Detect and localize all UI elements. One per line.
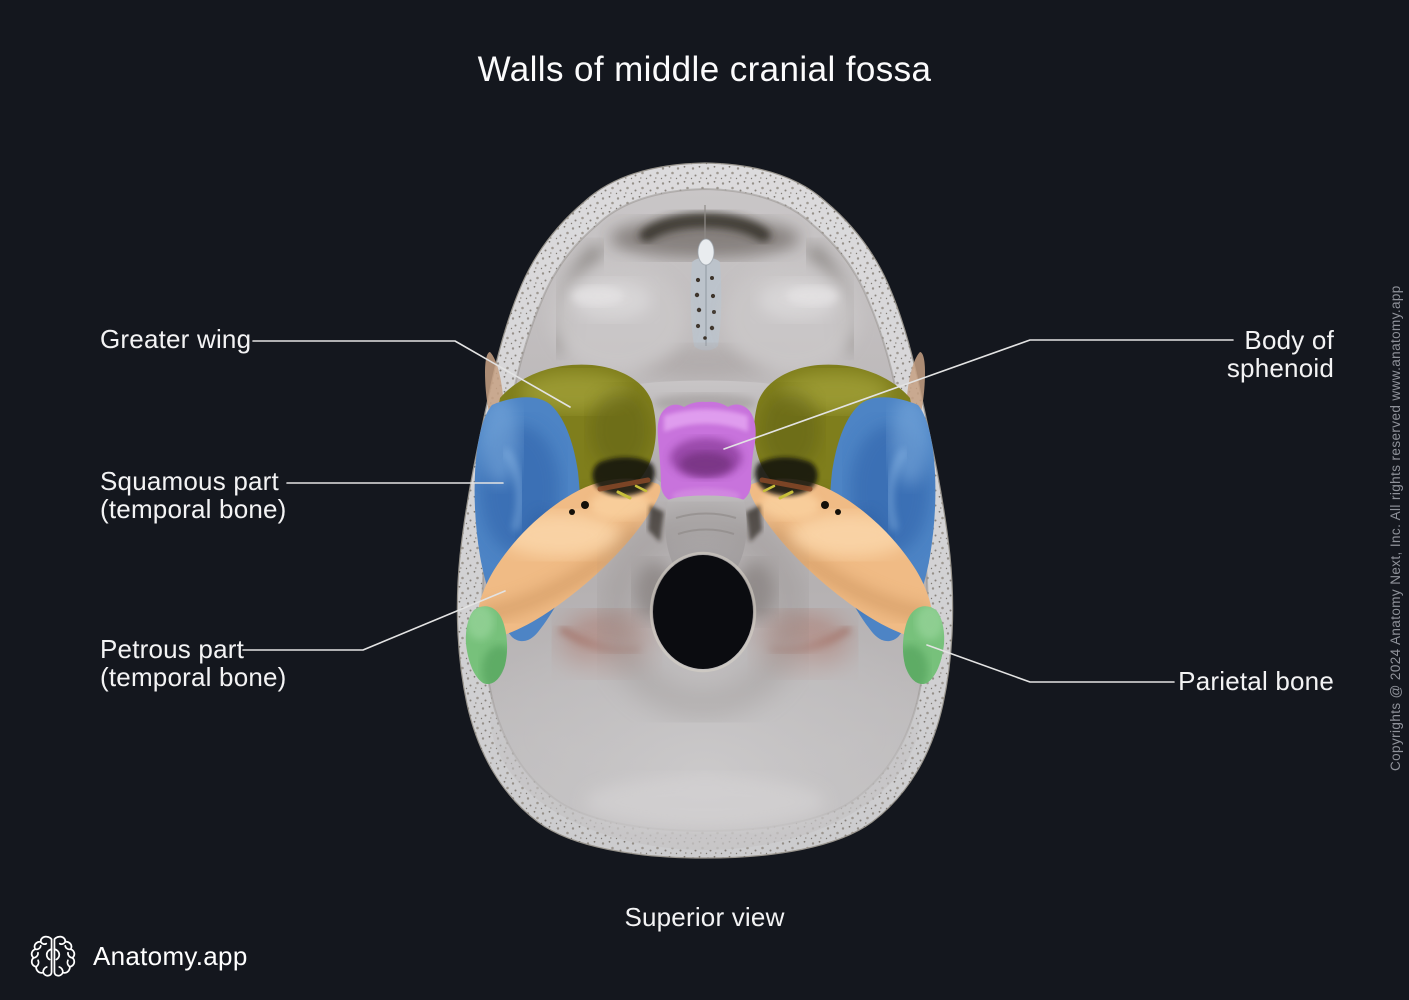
- posterior-fossa: [490, 507, 920, 850]
- cribriform-plate: [690, 205, 722, 351]
- leader-petrous-part: [242, 590, 506, 651]
- brand-logo: Anatomy.app: [28, 932, 248, 980]
- brain-icon: [30, 935, 76, 977]
- copyright-text: Copyrights @ 2024 Anatomy Next, Inc. All…: [1388, 285, 1403, 771]
- foramen-magnum: [653, 555, 753, 669]
- leader-body-of-sphenoid: [723, 339, 1234, 450]
- region-body-of-sphenoid: [657, 401, 756, 507]
- label-petrous-part: Petrous part (temporal bone): [100, 634, 287, 692]
- leader-lines: [242, 339, 1234, 683]
- parietal-shading: [466, 606, 508, 685]
- view-caption: Superior view: [624, 902, 785, 932]
- brand-name: Anatomy.app: [93, 940, 248, 971]
- label-greater-wing: Greater wing: [100, 324, 252, 354]
- leader-parietal-bone: [926, 644, 1175, 683]
- page-title: Walls of middle cranial fossa: [477, 50, 932, 89]
- label-body-of-sphenoid: Body of sphenoid: [1226, 325, 1334, 383]
- leader-greater-wing: [252, 340, 571, 408]
- skull: [456, 162, 954, 859]
- label-parietal-bone: Parietal bone: [1178, 666, 1334, 696]
- diploe-texture: [457, 163, 953, 858]
- label-squamous-part: Squamous part (temporal bone): [100, 466, 287, 524]
